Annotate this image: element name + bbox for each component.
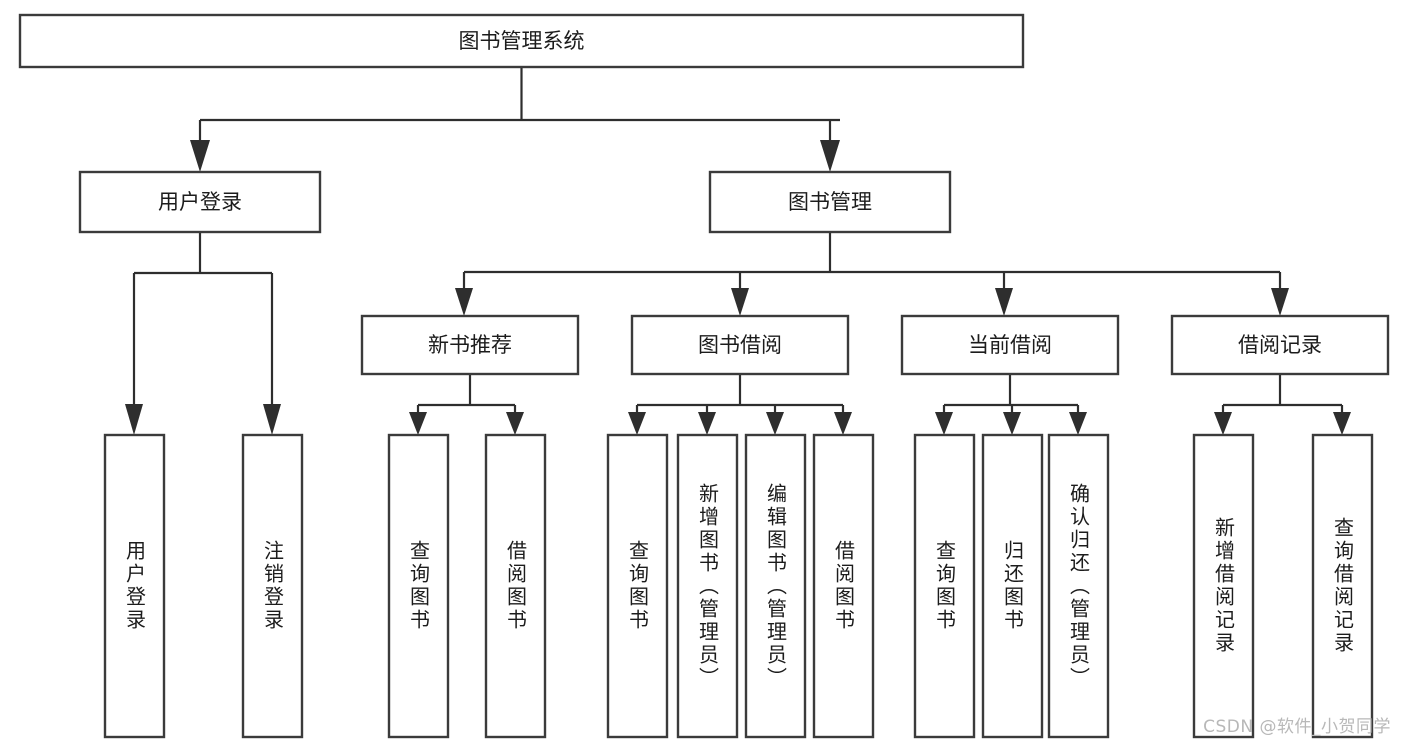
node-root-label: 图书管理系统 (459, 29, 585, 53)
connector-layer (125, 67, 1351, 435)
node-new-book-recommend-label: 新书推荐 (428, 333, 512, 357)
arrow-head-leaf-query-book-current (935, 412, 953, 435)
arrow-head-leaf-borrow-book-new (506, 412, 524, 435)
node-current-borrow-rect[interactable] (900, 314, 1120, 376)
node-user-login[interactable]: 用户登录 (78, 170, 322, 234)
arrow-head-leaf-add-borrow-record (1214, 412, 1232, 435)
arrow-head-leaf-add-book-admin (698, 412, 716, 435)
node-leaf-query-borrow-record-rect[interactable] (1311, 433, 1374, 739)
arrow-head-borrow-record (1271, 288, 1289, 316)
node-leaf-edit-book-admin-rect[interactable] (744, 433, 807, 739)
arrow-head-leaf-confirm-return-admin (1069, 412, 1087, 435)
node-leaf-user-login-rect[interactable] (103, 433, 166, 739)
arrow-head-book-management (820, 140, 840, 172)
node-leaf-logout-rect[interactable] (241, 433, 304, 739)
arrow-head-leaf-logout (263, 404, 281, 435)
node-leaf-borrow-book-new-rect[interactable] (484, 433, 547, 739)
node-leaf-query-book-borrow-rect[interactable] (606, 433, 669, 739)
node-new-book-recommend-rect[interactable] (360, 314, 580, 376)
node-leaf-borrow-book-rect[interactable] (812, 433, 875, 739)
node-user-login-rect[interactable] (78, 170, 322, 234)
node-book-borrow[interactable]: 图书借阅 (630, 314, 850, 376)
node-leaf-confirm-return-admin-rect[interactable] (1047, 433, 1110, 739)
node-book-management[interactable]: 图书管理 (708, 170, 952, 234)
node-book-borrow-label: 图书借阅 (698, 333, 782, 357)
node-borrow-record-label: 借阅记录 (1238, 333, 1322, 357)
node-current-borrow-label: 当前借阅 (968, 333, 1052, 357)
node-leaf-add-borrow-record-rect[interactable] (1192, 433, 1255, 739)
node-book-borrow-rect[interactable] (630, 314, 850, 376)
arrow-head-user-login (190, 140, 210, 172)
arrow-head-leaf-query-book-borrow (628, 412, 646, 435)
arrow-head-leaf-return-book (1003, 412, 1021, 435)
node-borrow-record[interactable]: 借阅记录 (1170, 314, 1390, 376)
node-current-borrow[interactable]: 当前借阅 (900, 314, 1120, 376)
node-book-management-label: 图书管理 (788, 190, 872, 214)
node-new-book-recommend[interactable]: 新书推荐 (360, 314, 580, 376)
arrow-head-leaf-query-borrow-record (1333, 412, 1351, 435)
node-root-rect[interactable] (18, 13, 1025, 69)
arrow-head-book-borrow (731, 288, 749, 316)
arrow-head-leaf-query-book-new (409, 412, 427, 435)
node-layer: 图书管理系统 用户登录 图书管理 新书推荐 图书借阅 当前 (18, 13, 1390, 739)
arrow-head-leaf-edit-book-admin (766, 412, 784, 435)
node-book-management-rect[interactable] (708, 170, 952, 234)
node-leaf-return-book-rect[interactable] (981, 433, 1044, 739)
arrow-head-current-borrow (995, 288, 1013, 316)
node-leaf-add-book-admin-rect[interactable] (676, 433, 739, 739)
node-leaf-query-book-new-rect[interactable] (387, 433, 450, 739)
arrow-head-leaf-borrow-book (834, 412, 852, 435)
node-leaf-query-book-current-rect[interactable] (913, 433, 976, 739)
arrow-head-leaf-user-login (125, 404, 143, 435)
node-root[interactable]: 图书管理系统 (18, 13, 1025, 69)
arrow-head-new-book-recommend (455, 288, 473, 316)
node-user-login-label: 用户登录 (158, 190, 242, 214)
node-borrow-record-rect[interactable] (1170, 314, 1390, 376)
